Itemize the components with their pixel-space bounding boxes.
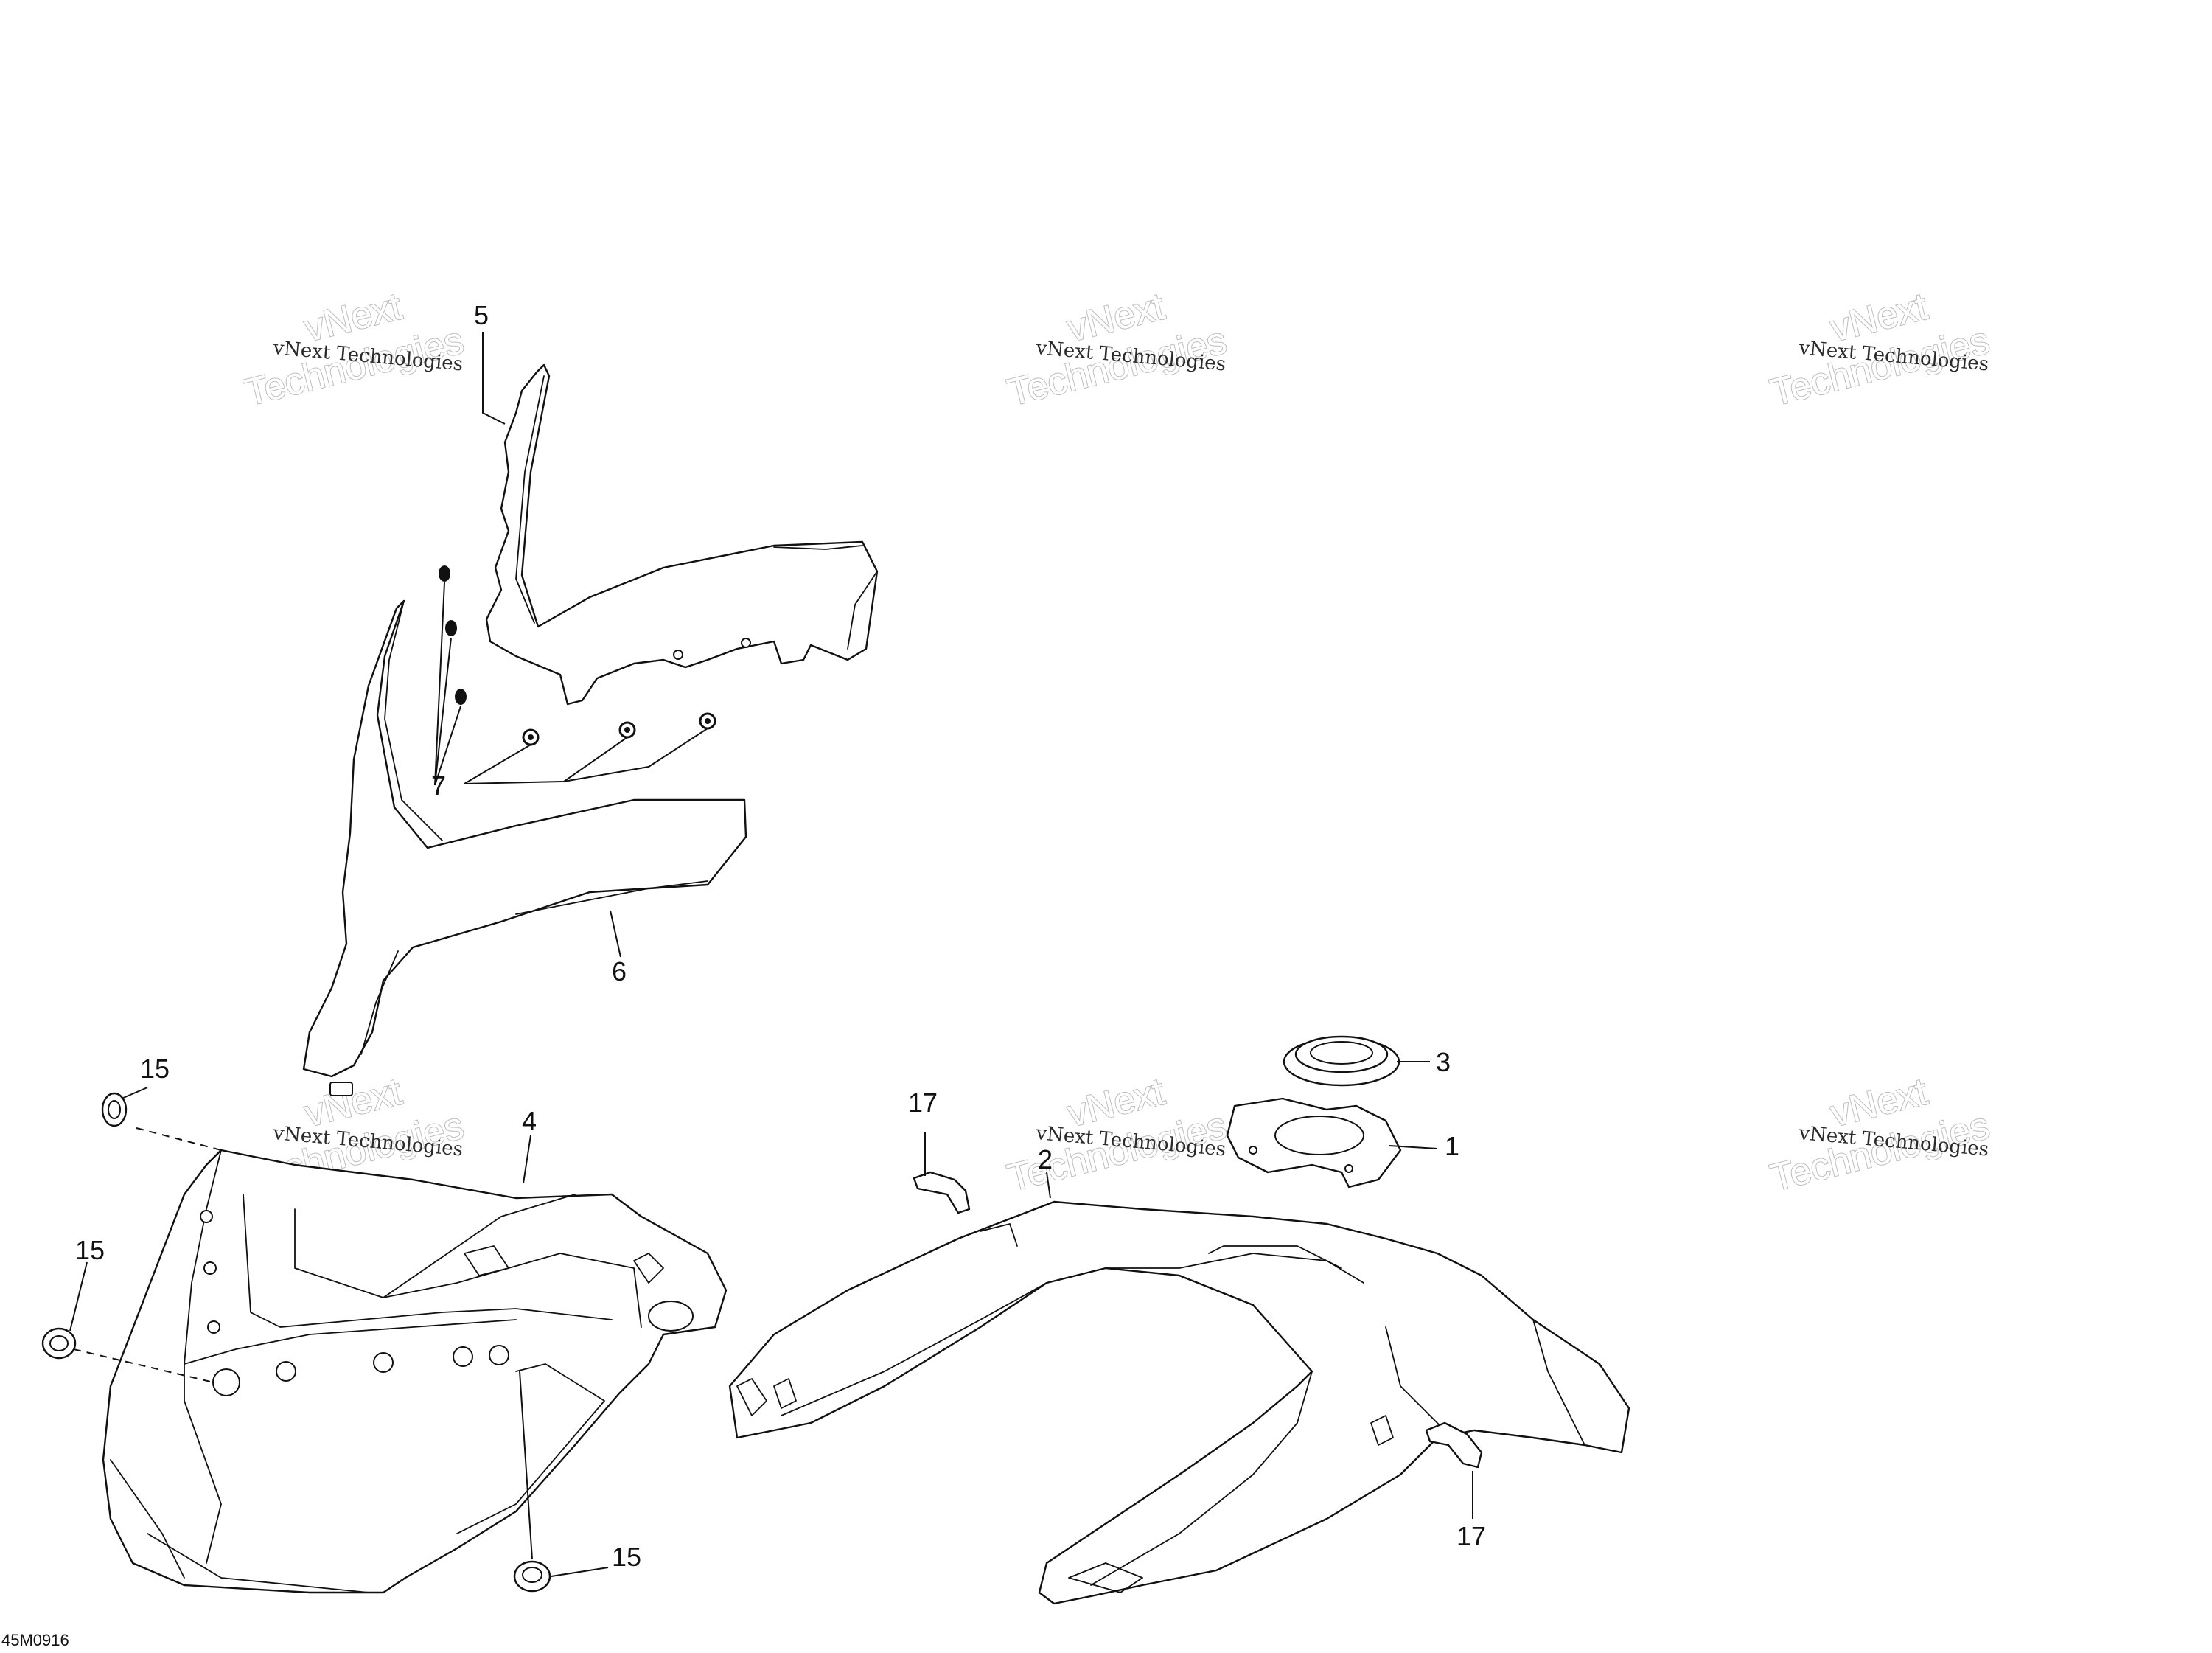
callout-1: 1 bbox=[1445, 1131, 1459, 1161]
callout-2: 2 bbox=[1038, 1144, 1053, 1174]
part-7-fasteners bbox=[439, 566, 716, 746]
callout-17-right: 17 bbox=[1456, 1521, 1486, 1551]
leader-lines bbox=[69, 332, 1473, 1577]
callout-17-left: 17 bbox=[908, 1088, 938, 1118]
part-15-grommet-top bbox=[101, 1092, 128, 1127]
part-4-front-nose bbox=[102, 1149, 728, 1594]
part-15-grommet-bottom bbox=[513, 1560, 551, 1593]
part-15-grommet-left bbox=[41, 1327, 77, 1360]
callout-15-bottom: 15 bbox=[612, 1542, 641, 1572]
callout-15-left: 15 bbox=[75, 1235, 105, 1265]
callout-15-top: 15 bbox=[140, 1054, 170, 1084]
callout-4: 4 bbox=[522, 1106, 537, 1136]
callout-5: 5 bbox=[474, 300, 489, 330]
part-5-windshield bbox=[485, 363, 879, 706]
callout-6: 6 bbox=[612, 956, 627, 986]
part-2-body-panel bbox=[728, 1200, 1630, 1605]
reference-code: 45M0916 bbox=[1, 1631, 69, 1649]
part-17-clip-right bbox=[1425, 1421, 1483, 1469]
part-1-plate bbox=[1226, 1097, 1402, 1189]
part-6-front-cover bbox=[302, 599, 747, 1096]
callout-7: 7 bbox=[431, 770, 446, 801]
callout-labels: 5 7 6 15 15 15 4 17 2 3 1 17 bbox=[75, 300, 1486, 1572]
part-17-clip-left bbox=[913, 1171, 971, 1214]
callout-3: 3 bbox=[1436, 1047, 1451, 1077]
part-3-ring-seal bbox=[1283, 1035, 1400, 1087]
